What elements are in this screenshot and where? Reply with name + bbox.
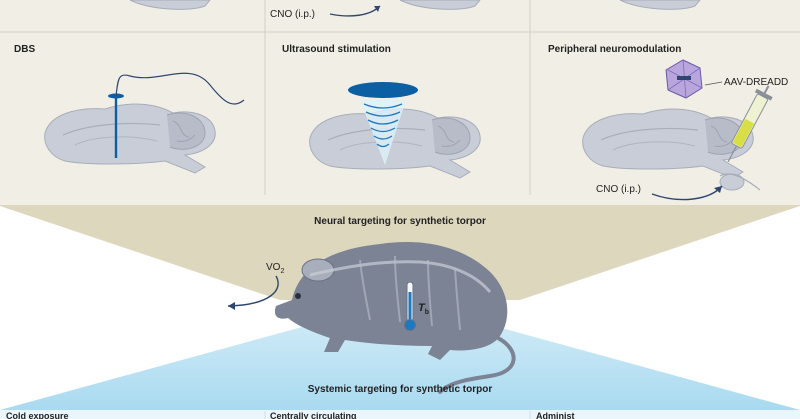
ultrasound-transducer: [348, 82, 418, 98]
bottom-label-2: Centrally circulating: [270, 411, 357, 419]
vo2-arrow-head: [228, 302, 235, 310]
ultrasound-beam: [360, 100, 406, 165]
vo2-label: VO2: [266, 262, 285, 275]
peripheral-cno-label: CNO (i.p.): [596, 184, 641, 195]
systemic-targeting-title: Systemic targeting for synthetic torpor: [307, 384, 493, 395]
bottom-label-3: Administ: [536, 411, 575, 419]
cno-arrow-head: [714, 186, 722, 193]
ultrasound-waves: [363, 103, 403, 148]
bottom-row-background: [0, 410, 800, 419]
body-temperature-label: Tb: [418, 302, 430, 317]
mouse-illustration: [274, 241, 516, 394]
partial-brain-1: [129, 0, 211, 10]
vo2-arrow: [227, 275, 279, 307]
systemic-funnel: [0, 300, 800, 410]
partial-brain-3: [619, 0, 701, 10]
arrow-head-top: [374, 6, 380, 12]
partial-brain-2: [399, 0, 481, 10]
syringe-icon: [727, 85, 773, 163]
aav-construct-icon: [677, 76, 691, 80]
neural-targeting-title: Neural targeting for synthetic torpor: [314, 216, 486, 227]
dbs-wire: [115, 72, 245, 105]
peripheral-organ: [719, 173, 745, 191]
dbs-panel-title: DBS: [14, 44, 36, 55]
peripheral-nerve: [719, 173, 761, 191]
aav-dreadd-label: AAV-DREADD: [724, 77, 789, 88]
top-cno-label: CNO (i.p.): [270, 9, 315, 20]
ultrasound-panel-title: Ultrasound stimulation: [282, 44, 391, 55]
peripheral-panel-title: Peripheral neuromodulation: [548, 44, 682, 55]
bottom-label-1: Cold exposure: [6, 411, 69, 419]
aav-pointer-line: [704, 81, 723, 86]
